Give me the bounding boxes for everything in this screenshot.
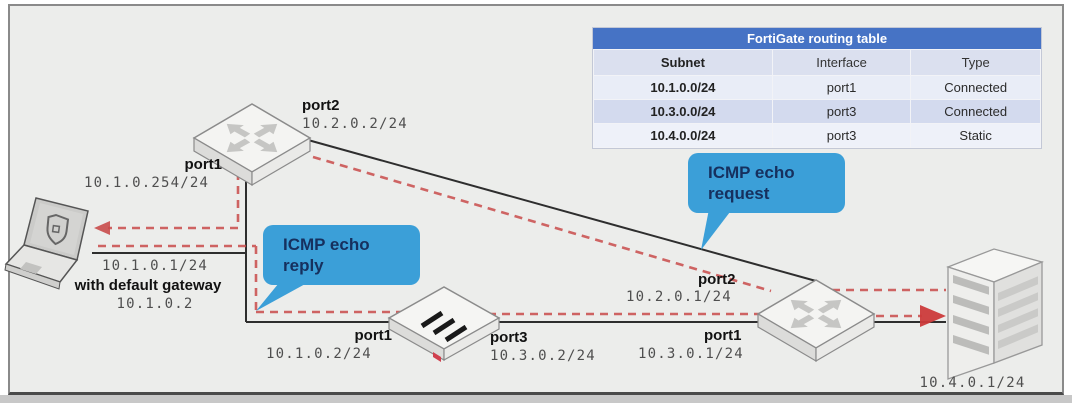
column-header-subnet: Subnet [593, 49, 773, 76]
router-right-port2-ip: 10.2.0.1/24 [626, 289, 732, 305]
routing-table-title: FortiGate routing table [593, 28, 1041, 49]
router-top-port1-label: port1 [184, 156, 223, 173]
request-arrowhead-icon [920, 305, 946, 327]
router-right-port1-ip: 10.3.0.1/24 [638, 346, 744, 362]
icmp-path-dashed [98, 155, 946, 318]
laptop-icon [4, 197, 89, 290]
router-icon [192, 103, 312, 187]
pc-ip-label: 10.1.0.1/24 [102, 258, 208, 274]
router-icon [756, 279, 876, 363]
subnet-cell: 10.1.0.0/24 [593, 75, 773, 100]
type-cell: Static [910, 123, 1041, 148]
fortigate-icon [387, 286, 501, 362]
pc-gateway-note: with default gateway [74, 277, 222, 294]
interface-cell: port3 [771, 123, 912, 148]
interface-cell: port3 [771, 99, 912, 124]
column-header-interface: Interface [771, 49, 912, 76]
server-ip-label: 10.4.0.1/24 [919, 375, 1026, 391]
bottom-border-band [0, 395, 1072, 403]
request-bubble-tail [701, 204, 733, 250]
router-top-port2-label: port2 [302, 97, 340, 114]
server-icon [946, 248, 1045, 380]
fortigate-port1-label: port1 [354, 327, 393, 344]
routing-table-header-row: Subnet Interface Type [593, 49, 1041, 76]
fortigate-port1-ip: 10.1.0.2/24 [266, 346, 372, 362]
fortigate-port3-label: port3 [490, 329, 528, 346]
router-right-port1-label: port1 [704, 327, 742, 344]
icmp-echo-reply-callout: ICMP echo reply [263, 225, 420, 286]
reply-arrowhead-icon [94, 221, 110, 235]
router-top-port1-ip: 10.1.0.254/24 [84, 175, 210, 191]
icmp-echo-request-callout: ICMP echo request [688, 153, 845, 214]
fortigate-port3-ip: 10.3.0.2/24 [490, 348, 596, 364]
table-row: 10.3.0.0/24 port3 Connected [593, 99, 1041, 124]
subnet-cell: 10.4.0.0/24 [593, 123, 773, 148]
table-row: 10.4.0.0/24 port3 Static [593, 123, 1041, 148]
router-right-port2-label: port2 [698, 271, 736, 288]
routing-table: FortiGate routing table Subnet Interface… [592, 27, 1042, 149]
pc-gateway-ip: 10.1.0.2 [116, 296, 194, 312]
table-row: 10.1.0.0/24 port1 Connected [593, 75, 1041, 100]
subnet-cell: 10.3.0.0/24 [593, 99, 773, 124]
reply-bubble-tail [256, 278, 307, 311]
column-header-type: Type [910, 49, 1041, 76]
type-cell: Connected [910, 75, 1041, 100]
type-cell: Connected [910, 99, 1041, 124]
router-top-port2-ip: 10.2.0.2/24 [302, 116, 408, 132]
interface-cell: port1 [771, 75, 912, 100]
